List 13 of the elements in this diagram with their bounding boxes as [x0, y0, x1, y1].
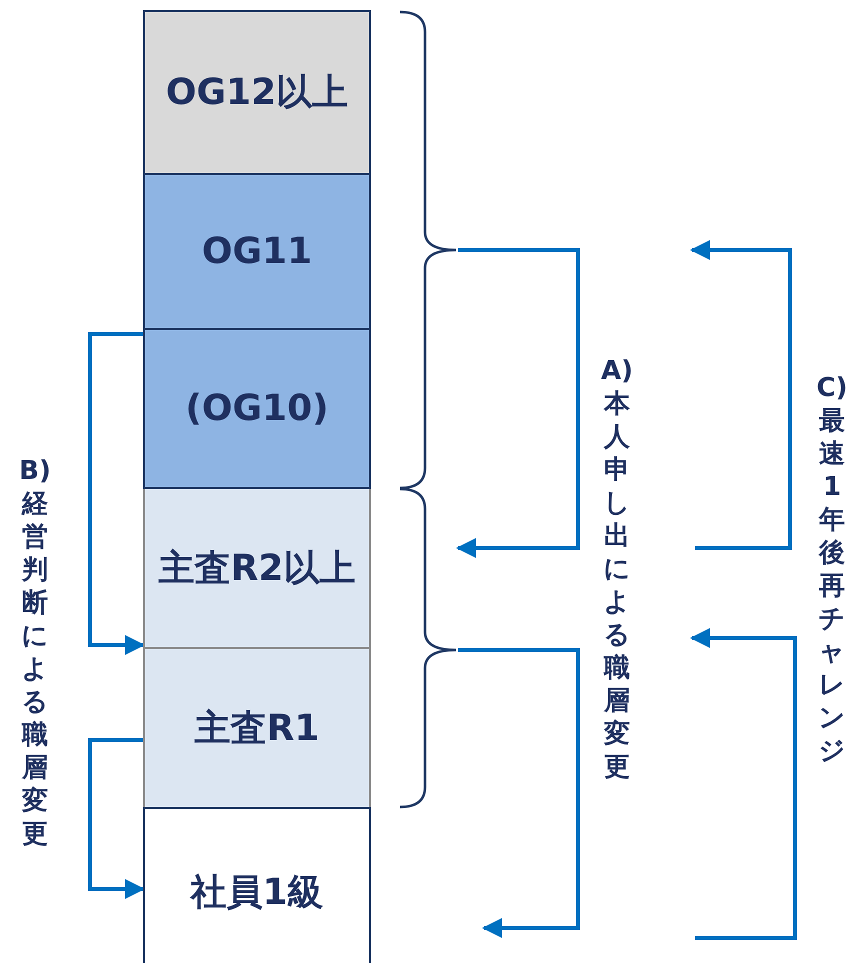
level-box: 主査R2以上	[143, 487, 371, 649]
vertical-caption: B)経営判断による職層変更	[18, 455, 52, 851]
level-box: 主査R1	[143, 647, 371, 809]
level-box: 社員1級	[143, 807, 371, 963]
arrow	[88, 332, 145, 655]
vertical-caption: C)最速1年後再チャレンジ	[816, 372, 848, 768]
arrow	[458, 648, 580, 938]
arrow	[88, 738, 145, 899]
level-box: OG12以上	[143, 10, 371, 175]
arrow	[456, 248, 580, 558]
level-box: (OG10)	[143, 328, 371, 489]
level-box: OG11	[143, 173, 371, 330]
vertical-caption: A)本人申し出による職層変更	[600, 355, 634, 784]
